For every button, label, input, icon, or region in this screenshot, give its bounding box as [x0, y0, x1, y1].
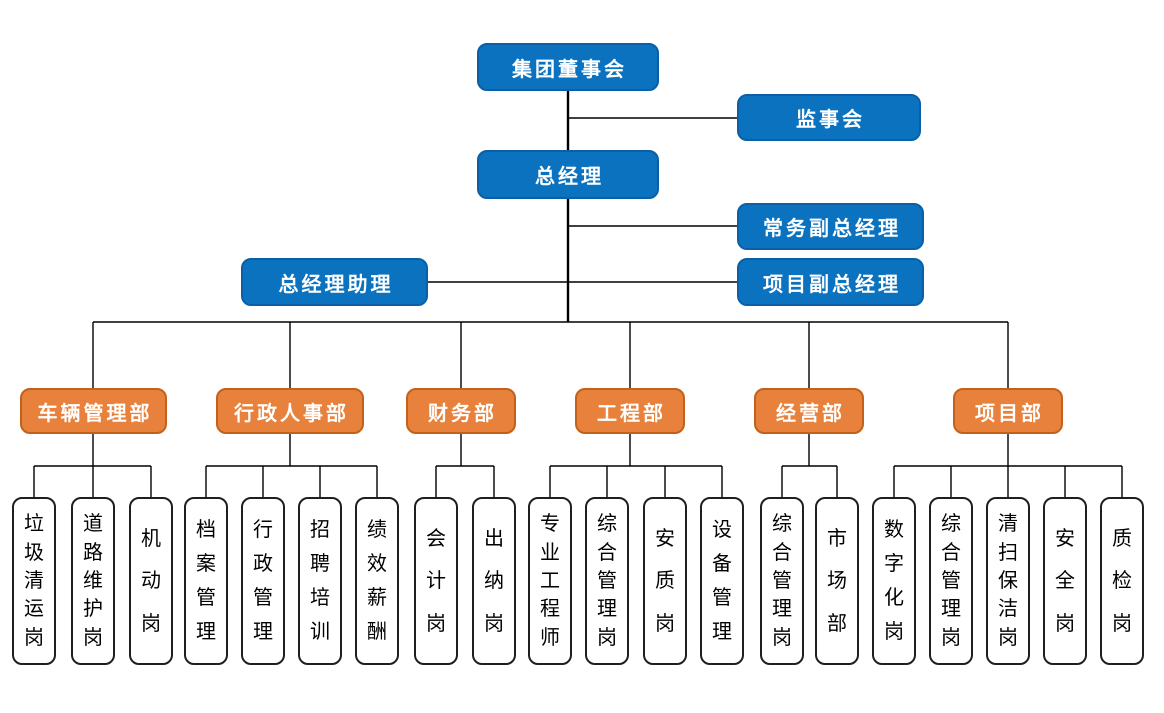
position-box: 设备管理	[700, 497, 744, 665]
position-label: 综合管理岗	[597, 513, 617, 649]
position-box: 档案管理	[184, 497, 228, 665]
position-box: 垃圾清运岗	[12, 497, 56, 665]
dept-engineering: 工程部	[575, 388, 685, 434]
position-box: 机动岗	[129, 497, 173, 665]
position-label: 数字化岗	[884, 519, 904, 643]
position-label: 会计岗	[426, 527, 446, 635]
position-label: 档案管理	[196, 519, 216, 643]
node-label: 总经理	[535, 166, 604, 188]
position-label: 道路维护岗	[83, 513, 103, 649]
position-box: 市场部	[815, 497, 859, 665]
dept-admin-hr: 行政人事部	[216, 388, 364, 434]
position-label: 综合管理岗	[772, 513, 792, 649]
position-box: 会计岗	[414, 497, 458, 665]
position-label: 设备管理	[712, 519, 732, 643]
node-supervisory-board: 监事会	[737, 94, 921, 141]
dept-label: 项目部	[975, 402, 1044, 425]
node-label: 项目副总经理	[763, 273, 901, 296]
position-label: 行政管理	[253, 519, 273, 643]
position-label: 综合管理岗	[941, 513, 961, 649]
node-general-manager: 总经理	[477, 150, 659, 199]
dept-business: 经营部	[754, 388, 864, 434]
node-label: 常务副总经理	[763, 218, 901, 240]
position-box: 质检岗	[1100, 497, 1144, 665]
node-label: 集团董事会	[512, 58, 627, 81]
position-label: 清扫保洁岗	[998, 513, 1018, 649]
dept-label: 财务部	[428, 402, 497, 425]
node-label: 监事会	[796, 109, 865, 131]
position-label: 绩效薪酬	[367, 519, 387, 643]
dept-label: 工程部	[597, 402, 666, 425]
position-label: 垃圾清运岗	[24, 513, 44, 649]
node-executive-deputy-gm: 常务副总经理	[737, 203, 924, 250]
position-box: 招聘培训	[298, 497, 342, 665]
position-box: 安质岗	[643, 497, 687, 665]
position-box: 道路维护岗	[71, 497, 115, 665]
dept-label: 行政人事部	[234, 402, 349, 425]
position-box: 清扫保洁岗	[986, 497, 1030, 665]
position-label: 机动岗	[141, 527, 161, 635]
position-label: 安全岗	[1055, 527, 1075, 635]
position-box: 安全岗	[1043, 497, 1087, 665]
position-label: 招聘培训	[310, 519, 330, 643]
dept-label: 车辆管理部	[37, 402, 153, 425]
node-project-deputy-gm: 项目副总经理	[737, 258, 924, 306]
position-box: 出纳岗	[472, 497, 516, 665]
position-box: 数字化岗	[872, 497, 916, 665]
position-box: 综合管理岗	[585, 497, 629, 665]
node-group-board: 集团董事会	[477, 43, 659, 91]
dept-project: 项目部	[953, 388, 1063, 434]
position-label: 质检岗	[1112, 527, 1132, 635]
dept-finance: 财务部	[406, 388, 516, 434]
position-box: 综合管理岗	[760, 497, 804, 665]
position-label: 出纳岗	[484, 527, 504, 635]
position-box: 专业工程师	[528, 497, 572, 665]
position-box: 绩效薪酬	[355, 497, 399, 665]
position-box: 行政管理	[241, 497, 285, 665]
position-label: 专业工程师	[540, 513, 560, 649]
dept-vehicle-management: 车辆管理部	[20, 388, 167, 434]
node-gm-assistant: 总经理助理	[241, 258, 428, 306]
position-label: 市场部	[827, 527, 847, 635]
position-label: 安质岗	[655, 527, 675, 635]
dept-label: 经营部	[776, 402, 845, 425]
node-label: 总经理助理	[278, 273, 394, 296]
position-box: 综合管理岗	[929, 497, 973, 665]
